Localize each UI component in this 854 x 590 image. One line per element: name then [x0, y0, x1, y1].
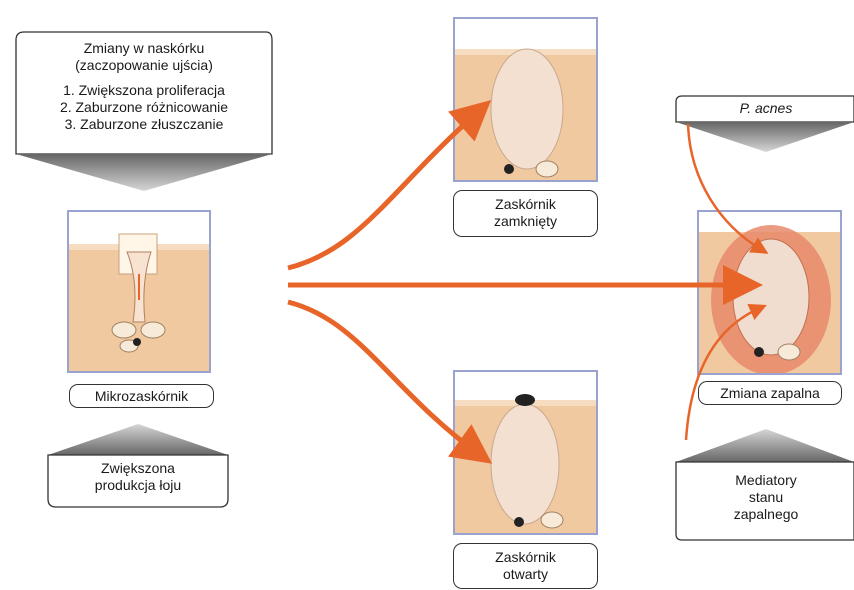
arrow-pacnes [688, 124, 762, 250]
arrow-to-open-comedo [288, 302, 480, 455]
arrow-to-closed-comedo [288, 110, 480, 268]
arrow-mediators [686, 308, 760, 440]
